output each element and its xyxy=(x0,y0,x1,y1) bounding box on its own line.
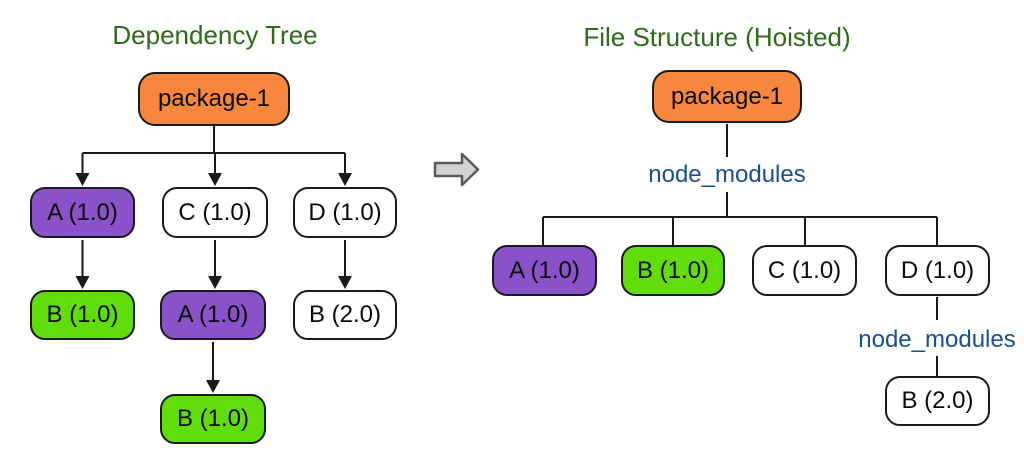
left-tree-title: Dependency Tree xyxy=(112,20,318,50)
node-a-1-0-nested: A (1.0) xyxy=(160,290,266,340)
node-d-1-0-hoisted: D (1.0) xyxy=(885,245,990,296)
arrowhead-icon xyxy=(75,276,90,289)
node-d-1-0: D (1.0) xyxy=(293,187,397,238)
left-tree-connectors xyxy=(75,126,352,393)
folder-label-node-modules: node_modules xyxy=(648,161,806,188)
node-b-2-0: B (2.0) xyxy=(293,290,397,340)
hoist-transform-arrow-icon xyxy=(433,152,480,187)
node-a-1-0-hoisted: A (1.0) xyxy=(492,245,597,296)
nested-folder-label-node-modules: node_modules xyxy=(858,326,1016,353)
node-package-1-left: package-1 xyxy=(138,72,290,126)
arrowhead-icon xyxy=(208,173,222,186)
node-package-1-right: package-1 xyxy=(652,70,802,123)
arrowhead-icon xyxy=(75,173,90,186)
right-tree-connectors xyxy=(542,124,938,376)
arrowhead-icon xyxy=(338,276,352,289)
arrowhead-icon xyxy=(206,380,220,393)
node-c-1-0-hoisted: C (1.0) xyxy=(752,245,857,296)
node-b-1-0-hoisted: B (1.0) xyxy=(621,245,725,296)
right-tree-title: File Structure (Hoisted) xyxy=(583,22,851,52)
node-c-1-0: C (1.0) xyxy=(162,187,268,238)
node-b-2-0-nested-right: B (2.0) xyxy=(885,376,990,426)
arrowhead-icon xyxy=(208,276,222,289)
node-a-1-0: A (1.0) xyxy=(30,187,135,238)
arrowhead-icon xyxy=(338,173,352,186)
node-b-1-0-deep: B (1.0) xyxy=(160,394,266,444)
node-b-1-0: B (1.0) xyxy=(30,290,135,340)
